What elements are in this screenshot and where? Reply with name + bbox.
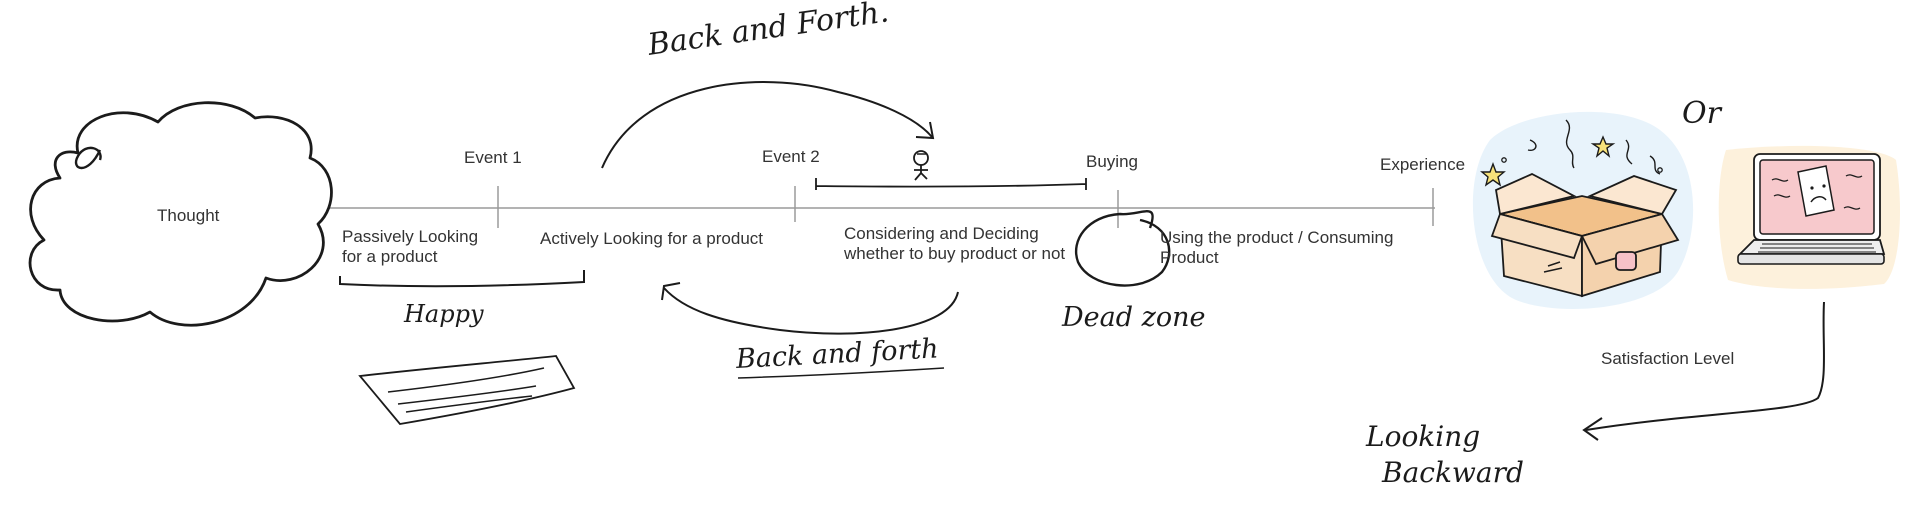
notepad-sketch-icon <box>358 355 576 425</box>
event2-label: Event 2 <box>762 147 820 166</box>
consider-range-line <box>815 178 1087 190</box>
back-forth-bottom-arc <box>663 287 959 335</box>
dead-zone-note: Dead zone <box>1062 302 1206 333</box>
satisfaction-level-label: Satisfaction Level <box>1601 349 1735 368</box>
dead-zone-circle <box>1075 210 1171 287</box>
stick-figure-icon <box>913 150 929 181</box>
event1-label: Event 1 <box>464 148 522 167</box>
experience-label: Experience <box>1380 155 1466 174</box>
thought-cloud-curl <box>74 146 102 170</box>
sad-laptop-icon <box>1718 145 1900 289</box>
back-forth-top-arc <box>601 81 933 169</box>
stage-passive-label: Passively Looking for a product <box>342 227 479 266</box>
back-forth-top-arrowhead <box>915 121 935 140</box>
open-box-icon <box>1472 111 1694 310</box>
looking-backward-note-line2: Backward <box>1382 456 1524 489</box>
thought-label: Thought <box>157 206 220 225</box>
looking-backward-arrow <box>1585 301 1825 431</box>
looking-backward-arrowhead <box>1582 417 1603 441</box>
or-note: Or <box>1682 96 1721 131</box>
happy-note: Happy <box>404 300 484 328</box>
back-forth-bottom-underline <box>737 367 945 379</box>
looking-backward-note-line1: Looking <box>1366 420 1481 453</box>
stage-active-label: Actively Looking for a product <box>540 229 764 248</box>
back-forth-bottom-arrowhead <box>661 282 681 301</box>
stage-using-label: Using the product / Consuming Product <box>1160 228 1394 267</box>
passive-bracket <box>339 270 585 288</box>
thought-cloud-shape <box>28 101 333 327</box>
buying-label: Buying <box>1086 152 1138 171</box>
stage-considering-label: Considering and Deciding whether to buy … <box>844 224 1066 263</box>
